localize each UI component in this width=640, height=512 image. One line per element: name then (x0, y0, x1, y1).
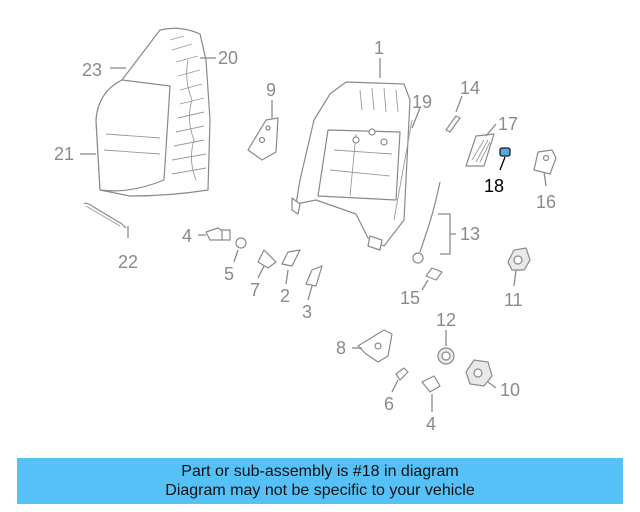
label-11: 11 (504, 290, 523, 310)
label-23: 23 (82, 60, 102, 80)
label-16: 16 (536, 192, 556, 212)
part-15 (425, 267, 443, 281)
label-8: 8 (336, 338, 346, 358)
part-2 (281, 249, 301, 267)
label-17: 17 (498, 114, 518, 134)
label-20: 20 (218, 48, 238, 68)
banner-line-part: Part or sub-assembly is #18 in diagram (181, 463, 459, 480)
part-3 (305, 265, 323, 287)
seat-back-cover (95, 27, 211, 197)
label-4b: 4 (426, 414, 436, 434)
part-11 (507, 247, 531, 271)
part-17 (465, 133, 495, 167)
bolt-4b (421, 375, 441, 393)
seat-wire-22 (83, 202, 127, 229)
label-7: 7 (250, 280, 260, 300)
label-10: 10 (500, 380, 520, 400)
label-21: 21 (54, 144, 74, 164)
seat-back-frame (291, 81, 413, 251)
bushing-6 (395, 367, 409, 381)
label-9: 9 (266, 80, 276, 100)
label-14: 14 (460, 78, 480, 98)
bolt-4a (205, 227, 231, 241)
bracket-8 (357, 329, 393, 363)
label-12: 12 (436, 310, 456, 330)
part-18-clip (499, 147, 511, 157)
callout-labels: 1 2 3 4 4 5 6 7 8 9 10 11 12 13 14 15 16… (54, 38, 556, 434)
gear-10 (465, 359, 493, 387)
label-3: 3 (302, 302, 312, 322)
label-13: 13 (460, 224, 480, 244)
label-18: 18 (484, 176, 504, 196)
bracket-9 (247, 117, 279, 161)
part-5 (235, 237, 247, 249)
part-16 (533, 149, 557, 175)
ring-12 (437, 347, 455, 365)
label-1: 1 (374, 38, 384, 58)
part-14 (445, 115, 461, 133)
label-19: 19 (412, 92, 432, 112)
label-15: 15 (400, 288, 420, 308)
cable-13 (412, 181, 441, 264)
label-2: 2 (280, 286, 290, 306)
label-6: 6 (384, 394, 394, 414)
parts-diagram: 1 2 3 4 4 5 6 7 8 9 10 11 12 13 14 15 16… (54, 27, 557, 434)
label-4a: 4 (182, 226, 192, 246)
banner-line-disclaimer: Diagram may not be specific to your vehi… (165, 482, 475, 499)
part-7 (257, 249, 277, 269)
leader-lines (80, 57, 547, 412)
label-22: 22 (118, 252, 138, 272)
info-banner: Part or sub-assembly is #18 in diagram D… (17, 458, 623, 504)
label-5: 5 (224, 264, 234, 284)
